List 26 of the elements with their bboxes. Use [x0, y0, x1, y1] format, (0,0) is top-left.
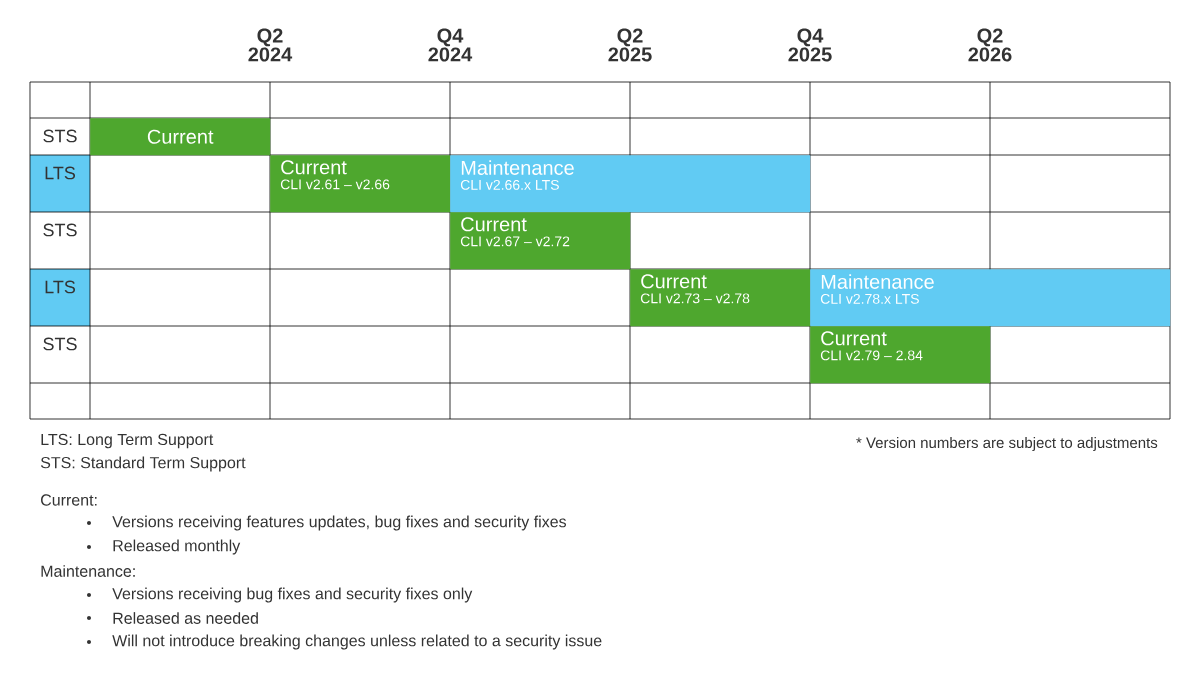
timeline-bar: Current CLI v2.67 – v2.72 [450, 212, 631, 270]
quarter-header: Q4 2025 [788, 28, 832, 62]
quarter-header: Q2 2025 [608, 28, 652, 62]
row-header: STS [43, 337, 77, 351]
legend-text: LTS: Long Term Support [41, 433, 214, 449]
row-header: LTS [45, 280, 75, 294]
quarter-header: Q2 2024 [248, 28, 293, 62]
quarter-header: Q2 2026 [968, 28, 1012, 62]
list-item: Versions receiving bug fixes and security fixes only [112, 587, 473, 603]
row-header: STS [43, 223, 77, 237]
timeline-bar: Maintenance CLI v2.66.x LTS [450, 155, 811, 213]
list-item: Released as needed [113, 612, 258, 624]
list-heading: Current: [41, 494, 97, 506]
timeline-bar: Maintenance CLI v2.78.x LTS [810, 269, 1171, 327]
legend-text: STS: Standard Term Support [40, 456, 246, 472]
timeline-bar: Current [90, 118, 271, 156]
timeline-bar: Current CLI v2.79 – 2.84 [810, 326, 991, 384]
timeline-bar: Current CLI v2.73 – v2.78 [630, 269, 811, 327]
list-item: Released monthly [113, 539, 241, 555]
list-item: Will not introduce breaking changes unless related to a security issue [112, 634, 602, 650]
row-header: LTS [45, 166, 75, 180]
list-item: Versions receiving features updates, bug fixes and security fixes [112, 515, 566, 531]
quarter-header: Q4 2024 [428, 28, 473, 62]
list-heading: Maintenance: [41, 565, 135, 577]
footnote: * Version numbers are subject to adjustments [856, 437, 1158, 451]
timeline-bar: Current CLI v2.61 – v2.66 [270, 155, 451, 213]
